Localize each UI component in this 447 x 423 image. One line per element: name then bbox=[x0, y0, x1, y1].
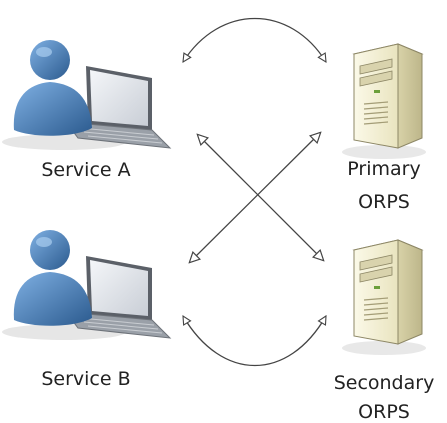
primary-label-line1: Primary bbox=[347, 158, 420, 180]
primary-server-tower-icon bbox=[341, 43, 427, 160]
service-b-label: Service B bbox=[41, 368, 130, 390]
service-a-user-laptop-icon bbox=[1, 39, 171, 151]
secondary-label-line1: Secondary bbox=[334, 372, 435, 394]
connection-service-b-secondary bbox=[183, 316, 326, 366]
connection-service-a-secondary bbox=[198, 135, 323, 260]
service-b-user-laptop-icon bbox=[1, 229, 171, 341]
primary-label-line2: ORPS bbox=[358, 191, 410, 213]
secondary-label-line2: ORPS bbox=[358, 401, 410, 423]
connection-service-a-primary bbox=[183, 18, 326, 63]
service-a-label: Service A bbox=[41, 159, 130, 181]
secondary-server-tower-icon bbox=[341, 239, 427, 356]
connection-service-b-primary bbox=[190, 133, 320, 262]
